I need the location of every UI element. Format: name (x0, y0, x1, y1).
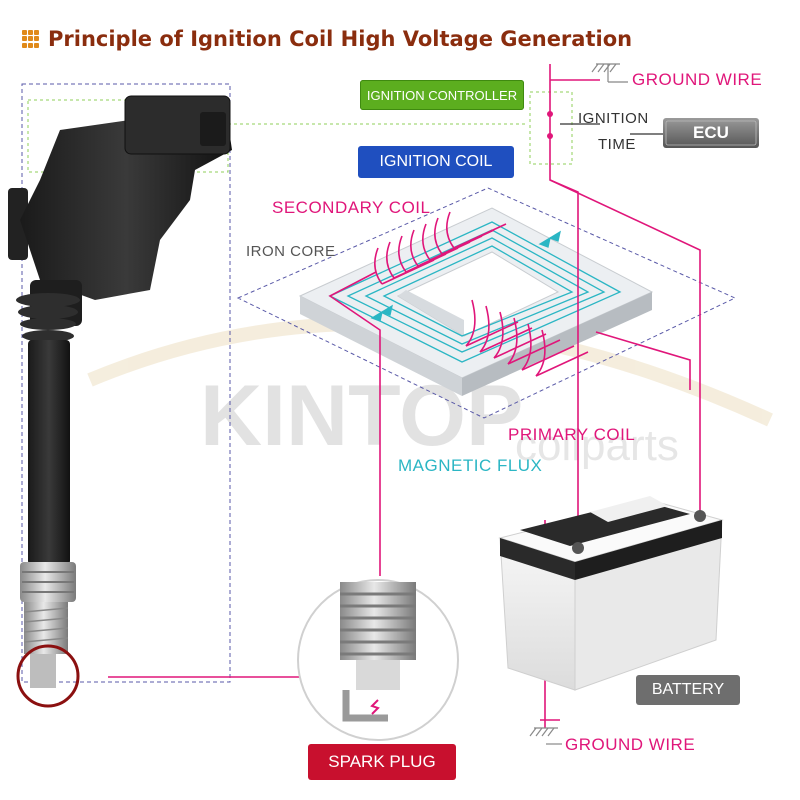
ground-wire-top-label: GROUND WIRE (632, 70, 762, 90)
battery-positive-terminal (694, 510, 706, 522)
ground-wire-bottom-label: GROUND WIRE (565, 735, 695, 755)
title-text: Principle of Ignition Coil High Voltage … (48, 27, 632, 51)
page-title: Principle of Ignition Coil High Voltage … (22, 24, 632, 54)
battery-label: BATTERY (652, 681, 724, 699)
ecu-badge: ECU (663, 118, 759, 148)
battery-image (500, 496, 722, 690)
ignition-coil-image (8, 96, 232, 688)
ignition-coil-label: IGNITION COIL (380, 153, 493, 171)
ignition-controller-badge: IGNITION CONTROLLER (360, 80, 524, 110)
ignition-time-line2: TIME (598, 136, 636, 153)
iron-core-label: IRON CORE (246, 243, 336, 260)
grid-dots-icon (22, 30, 40, 48)
ignition-controller-label: IGNITION CONTROLLER (367, 88, 517, 103)
ignition-coil-badge: IGNITION COIL (358, 146, 514, 178)
spark-plug-label: SPARK PLUG (328, 752, 435, 772)
primary-coil-label: PRIMARY COIL (508, 425, 635, 445)
ecu-label: ECU (693, 123, 729, 143)
magnetic-flux-label: MAGNETIC FLUX (398, 456, 542, 476)
battery-negative-terminal (572, 542, 584, 554)
secondary-coil-label: SECONDARY COIL (272, 198, 430, 218)
ignition-time-line1: IGNITION (578, 110, 649, 127)
spark-plug-badge: SPARK PLUG (308, 744, 456, 780)
ground-symbol-bottom (530, 728, 562, 744)
spark-plug-closeup (298, 580, 458, 740)
battery-badge: BATTERY (636, 675, 740, 705)
ignition-time-frame (530, 92, 572, 164)
